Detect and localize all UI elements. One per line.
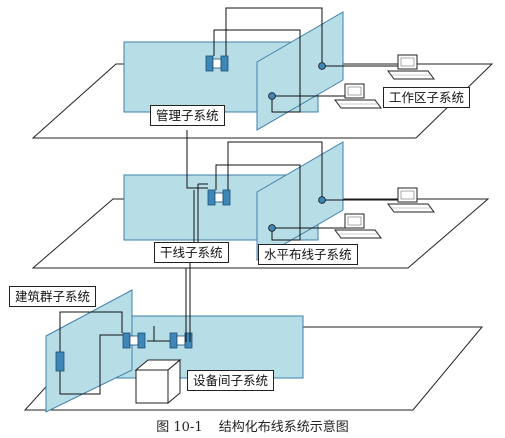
work-area-subsystem-label: 工作区子系统 (383, 87, 471, 108)
campus-panel (45, 289, 133, 413)
management-subsystem-label: 管理子系统 (150, 105, 225, 126)
top-outlet-2-icon (268, 92, 276, 100)
bottom-cables (59, 311, 170, 395)
middle-cables (215, 141, 398, 241)
backbone-subsystem-label: 干线子系统 (154, 242, 229, 263)
top-outlet-1-icon (318, 62, 326, 70)
horizontal-subsystem-label: 水平布线子系统 (258, 244, 358, 265)
campus-connector-icon (55, 351, 65, 372)
floor-top (31, 7, 494, 139)
equipment-cabinet-icon (134, 358, 182, 405)
floor-bottom (23, 289, 484, 413)
figure-number: 图 10-1 (156, 420, 203, 435)
middle-outlet-2-icon (268, 224, 276, 232)
top-cables (213, 7, 398, 113)
campus-subsystem-label: 建筑群子系统 (9, 286, 97, 307)
figure-caption: 图 10-1 结构化布线系统示意图 (0, 416, 505, 435)
middle-outlet-1-icon (318, 196, 326, 204)
figure-title: 结构化布线系统示意图 (218, 420, 349, 435)
floor-middle (31, 141, 490, 269)
equipment-room-subsystem-label: 设备间子系统 (187, 370, 275, 391)
